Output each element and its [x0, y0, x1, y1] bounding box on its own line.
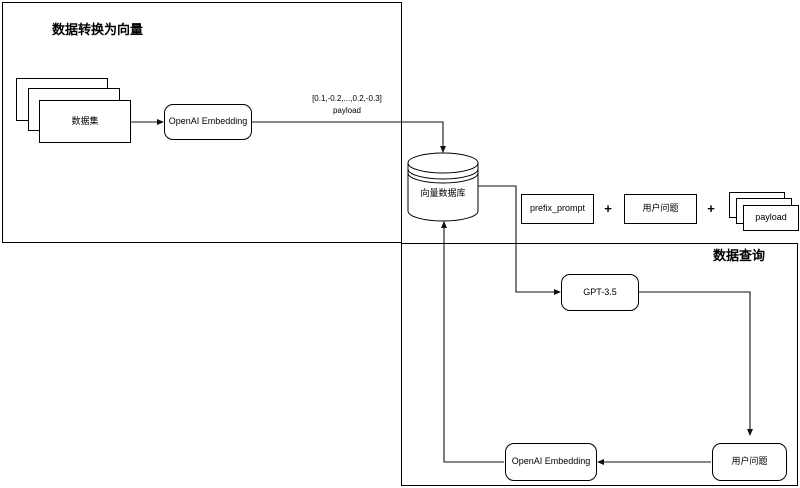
panel-title-data-to-vector: 数据转换为向量 [52, 22, 144, 37]
openai-embedding-top-label: OpenAI Embedding [168, 116, 248, 127]
panel-title-data-query: 数据查询 [713, 248, 766, 263]
openai-embedding-bottom-label: OpenAI Embedding [511, 456, 591, 467]
vector-payload-edge-label: [0.1,-0.2,...,0.2,-0.3] payload [294, 93, 400, 116]
database-cylinder-icon [407, 152, 479, 222]
vector-payload-values: [0.1,-0.2,...,0.2,-0.3] [312, 94, 382, 103]
vector-database-label: 向量数据库 [420, 188, 466, 198]
vector-database-node[interactable]: 向量数据库 [406, 152, 480, 222]
vector-payload-name: payload [332, 105, 362, 115]
panel-data-query [401, 243, 798, 486]
user-question-prompt-label: 用户问题 [642, 203, 679, 214]
payload-label: payload [755, 212, 787, 223]
gpt-node[interactable]: GPT-3.5 [561, 274, 639, 311]
prefix-prompt-label: prefix_prompt [529, 203, 586, 214]
user-question-bottom-node[interactable]: 用户问题 [712, 443, 787, 481]
dataset-node[interactable]: 数据集 [39, 100, 131, 143]
user-question-bottom-label: 用户问题 [731, 456, 768, 467]
dataset-label: 数据集 [71, 115, 99, 126]
plus-operator-2: + [707, 201, 715, 216]
openai-embedding-top-node[interactable]: OpenAI Embedding [164, 104, 252, 140]
gpt-label: GPT-3.5 [583, 286, 617, 297]
plus-operator-1: + [604, 201, 612, 216]
payload-node[interactable]: payload [743, 205, 799, 231]
prefix-prompt-node[interactable]: prefix_prompt [521, 194, 594, 224]
openai-embedding-bottom-node[interactable]: OpenAI Embedding [505, 443, 597, 481]
user-question-prompt-node[interactable]: 用户问题 [624, 194, 697, 224]
